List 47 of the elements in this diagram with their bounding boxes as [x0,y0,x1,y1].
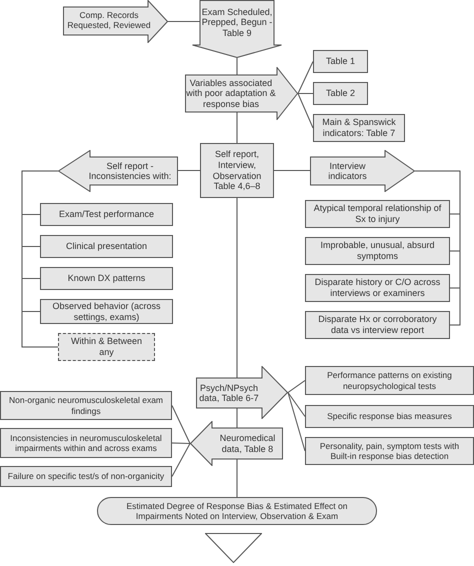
dashed-box: Within & Between any [58,333,155,361]
connector-line [298,93,314,94]
connector-line [172,442,190,444]
connector-line [236,458,238,498]
arrow-shaped-box: Comp. Records Requested, Reviewed [63,0,168,43]
connector-line [236,198,238,378]
arrow-shaped-box: Self report - Inconsistencies with: [58,150,178,192]
connector-line [288,392,306,452]
arrow-shaped-box: Psych/NPsych data, Table 6-7 [196,366,288,419]
outcome-box: Estimated Degree of Response Bias & Estimated Effect on Impairments Noted on Interview, Observation & Exam [97,497,377,525]
process-box: Known DX patterns [40,267,173,290]
arrow-shaped-box: Variables associated with poor adaptation & response bias [185,67,298,120]
connector-line [236,112,238,144]
process-box: Performance patterns on existing neuropsychological tests [305,366,474,395]
process-box: Table 1 [313,50,368,73]
arrow-shaped-box: Exam Scheduled, Prepped, Begun - Table 9 [192,0,282,58]
process-box: Table 2 [313,82,368,105]
connector-line [172,405,190,444]
process-box: Disparate history or C/O across interviews or examiners [305,274,450,302]
process-box: Specific response bias measures [305,405,474,428]
process-box: Main & Spanswick indicators: Table 7 [313,114,405,142]
arrow-shaped-box: Neuromedical data, Table 8 [190,421,283,466]
process-box: Observed behavior (across settings, exams) [40,299,173,324]
connector-line [168,21,200,22]
process-box: Personality, pain, symptom tests with Built-in response bias detection [305,437,474,465]
connector-line [288,380,306,393]
process-box: Atypical temporal relationship of Sx to injury [305,200,450,228]
connector-line [414,170,460,326]
process-box: Failure on specific test/s of non-organicity [0,466,172,487]
process-box: Improbable, unusual, absurd symptoms [305,237,450,265]
process-box: Disparate Hx or corroboratory data vs interview report [305,311,450,339]
down-triangle [205,533,262,563]
connector-line [236,408,238,428]
process-box: Self report, Interview, Observation Table 4,6–8 [200,143,274,198]
process-box: Clinical presentation [40,235,173,258]
connector-line [274,170,310,171]
connector-line [298,93,314,128]
connector-line [22,170,58,348]
connector-line [178,170,200,171]
connector-line [236,58,238,76]
connector-line [172,443,190,477]
process-box: Exam/Test performance [40,203,173,226]
connector-line [298,61,314,94]
connector-line [288,392,306,417]
process-box: Non-organic neuromusculoskeletal exam findings [0,391,172,420]
arrow-shaped-box: Interview indicators [310,150,415,192]
process-box: Inconsistencies in neuromusculoskeletal impairments within and across exams [0,428,172,458]
